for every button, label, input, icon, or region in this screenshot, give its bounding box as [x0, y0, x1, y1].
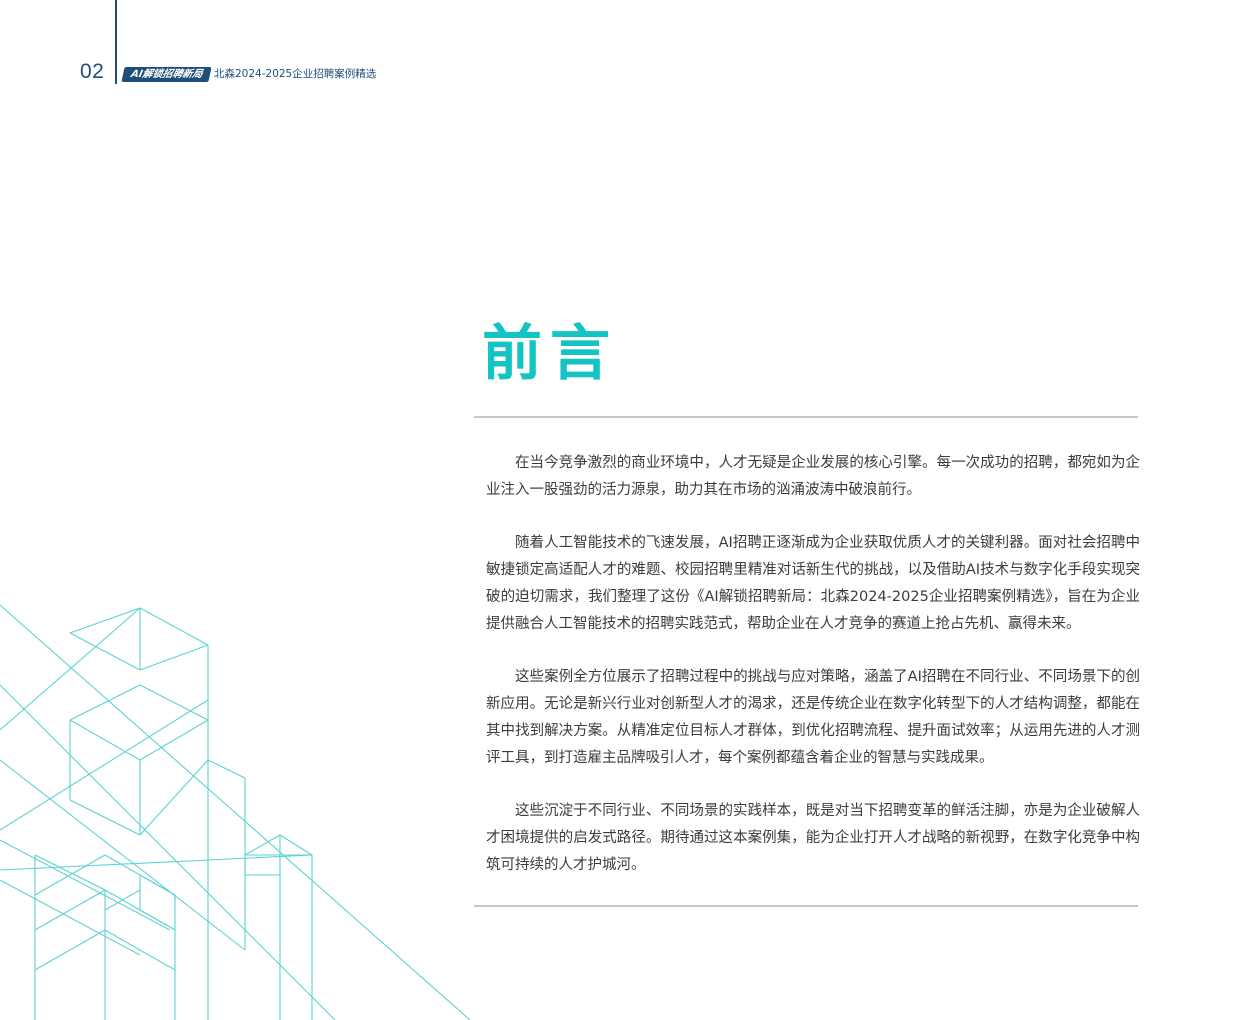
page-number: 02 [80, 60, 105, 83]
preface-paragraph: 在当今竞争激烈的商业环境中，人才无疑是企业发展的核心引擎。每一次成功的招聘，都宛… [486, 455, 1140, 498]
preface-paragraph: 这些沉淀于不同行业、不同场景的实践样本，既是对当下招聘变革的鲜活注脚，亦是为企业… [486, 803, 1140, 873]
preface-paragraph: 这些案例全方位展示了招聘过程中的挑战与应对策略，涵盖了AI招聘在不同行业、不同场… [486, 669, 1140, 766]
page-title: 前言 [482, 319, 618, 389]
header-subtitle: 北森2024-2025企业招聘案例精选 [214, 68, 377, 80]
decorative-isometric-graphic [0, 604, 470, 1020]
header-divider [115, 0, 117, 84]
preface-body: 在当今竞争激烈的商业环境中，人才无疑是企业发展的核心引擎。每一次成功的招聘，都宛… [486, 450, 1140, 905]
preface-paragraph: 随着人工智能技术的飞速发展，AI招聘正逐渐成为企业获取优质人才的关键利器。面对社… [486, 535, 1140, 632]
bottom-divider [474, 905, 1138, 907]
title-divider [474, 416, 1138, 418]
brand-badge: AI解锁招聘新局 [121, 67, 213, 82]
